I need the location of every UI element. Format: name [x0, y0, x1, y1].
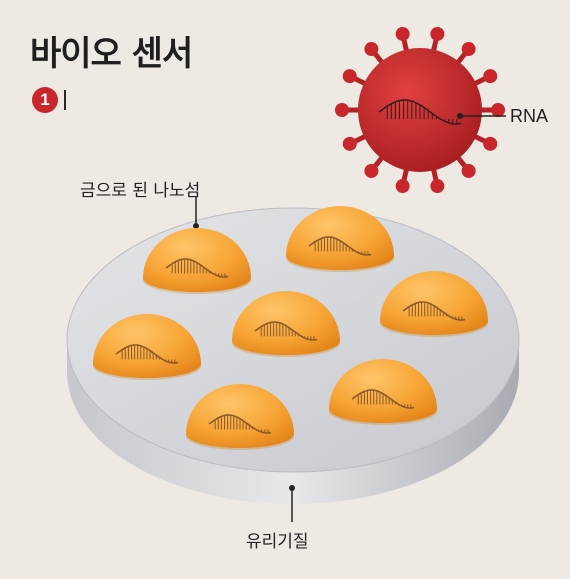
step-number-badge: 1 [32, 87, 58, 113]
rna-strand-icon [254, 321, 318, 341]
step-divider [64, 90, 66, 110]
glass-substrate-label: 유리기질 [246, 532, 309, 552]
gold-dome-icon [380, 271, 488, 337]
gold-leader-dot [193, 223, 199, 229]
step-indicator: 1 [32, 87, 66, 113]
gold-dome-icon [143, 228, 251, 294]
rna-strand-icon [165, 258, 229, 278]
rna-strand-icon [351, 389, 415, 409]
rna-strand-icon [208, 414, 272, 434]
page-title: 바이오 센서 [30, 34, 193, 74]
virus-icon [335, 26, 505, 194]
rna-label: RNA [510, 106, 549, 126]
glass-leader-dot [289, 485, 295, 491]
gold-domes-group [93, 206, 488, 450]
rna-strand-icon [115, 344, 179, 364]
rna-strand-icon [378, 99, 462, 125]
rna-leader-dot [457, 113, 463, 119]
gold-dome-icon [93, 314, 201, 380]
rna-strand-icon [308, 236, 372, 256]
gold-dome-icon [329, 359, 437, 425]
rna-strand-icon [402, 301, 466, 321]
gold-dome-icon [186, 384, 294, 450]
gold-dome-icon [232, 291, 340, 357]
gold-dome-icon [286, 206, 394, 272]
gold-nano-island-label: 금으로 된 나노섬 [80, 181, 201, 201]
